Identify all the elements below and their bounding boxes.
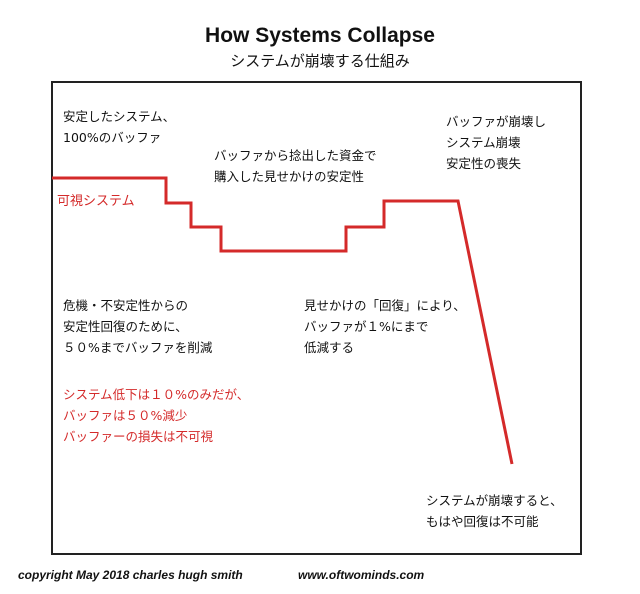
diagram-subtitle: システムが崩壊する仕組み (230, 52, 410, 70)
note-line: システムが崩壊すると、 (426, 493, 563, 508)
note-line: バッファから捻出した資金で (214, 148, 377, 163)
note-line: 低減する (304, 340, 355, 355)
note-line: バッファは５０%減少 (63, 408, 188, 423)
note-line: バッファーの損失は不可視 (63, 429, 214, 444)
visible-system-label: 可視システム (57, 194, 135, 209)
note-fake-recovery: 見せかけの「回復」により、 バッファが１%にまで 低減する (304, 295, 466, 358)
note-line: もはや回復は不可能 (426, 514, 539, 529)
note-buffer-reduction: 危機・不安定性からの 安定性回復のために、 ５０%までバッファを削減 (63, 295, 212, 358)
note-line: ５０%までバッファを削減 (63, 340, 213, 355)
diagram-title: How Systems Collapse (205, 24, 435, 47)
note-line: 100%のバッファ (63, 130, 162, 145)
note-buffer-collapse: バッファが崩壊し システム崩壊 安定性の喪失 (446, 111, 546, 174)
note-no-recovery: システムが崩壊すると、 もはや回復は不可能 (426, 490, 563, 532)
note-stable-system: 安定したシステム、 100%のバッファ (63, 106, 175, 148)
footer-copyright: copyright May 2018 charles hugh smith (18, 568, 243, 582)
note-line: 安定性回復のために、 (63, 319, 188, 334)
note-line: 購入した見せかけの安定性 (214, 169, 365, 184)
note-line: 安定性の喪失 (446, 156, 522, 171)
note-line: バッファが崩壊し (446, 114, 547, 129)
diagram-frame (51, 81, 582, 555)
note-line: 安定したシステム、 (63, 109, 176, 124)
note-fake-stability: バッファから捻出した資金で 購入した見せかけの安定性 (214, 145, 377, 187)
note-line: システム崩壊 (446, 135, 521, 150)
note-line: 危機・不安定性からの (63, 298, 189, 313)
note-line: 見せかけの「回復」により、 (304, 298, 466, 313)
footer-website: www.oftwominds.com (298, 568, 425, 582)
note-line: バッファが１%にまで (304, 319, 429, 334)
system-line-path (52, 176, 514, 465)
note-invisible-loss: システム低下は１０%のみだが、 バッファは５０%減少 バッファーの損失は不可視 (63, 384, 249, 447)
note-line: システム低下は１０%のみだが、 (63, 387, 250, 402)
